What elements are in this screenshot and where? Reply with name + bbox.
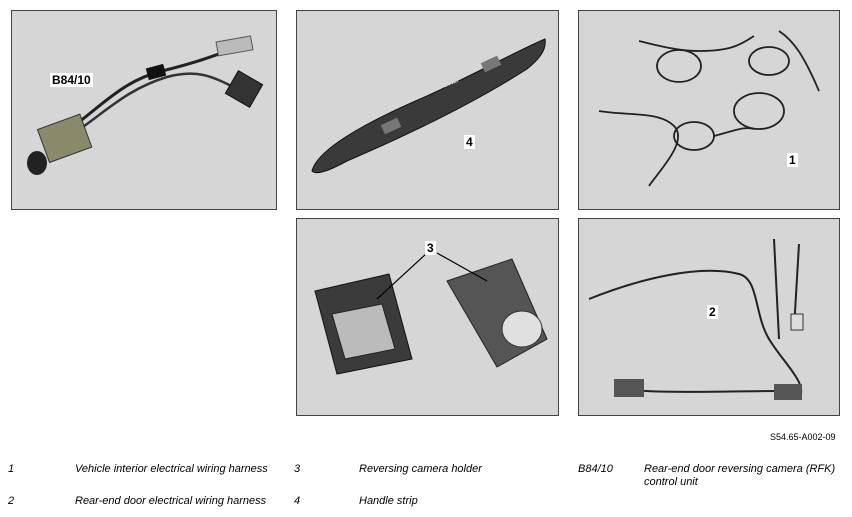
legend-number-4: 4 — [294, 495, 301, 507]
legend-number-1: 1 — [8, 463, 15, 475]
interior-harness-callout: 1 — [787, 153, 798, 167]
legend-text-2: Rear-end door electrical wiring harness — [75, 495, 267, 507]
legend-text-1: Vehicle interior electrical wiring harne… — [75, 463, 268, 475]
reardoor-harness-panel: 2 — [578, 218, 840, 416]
interior-harness-illustration — [598, 30, 820, 187]
camera-holder-callout: 3 — [425, 241, 436, 255]
interior-harness-panel: 1 — [578, 10, 840, 210]
handle-strip-illustration — [311, 38, 546, 174]
figure-id: S54.65-A002-09 — [770, 432, 836, 442]
legend-number-2: 2 — [8, 495, 15, 507]
legend-text-4: Handle strip — [359, 495, 418, 507]
handle-strip-panel: Mercedes-Benz 4 — [296, 10, 559, 210]
handle-strip-callout: 4 — [464, 135, 475, 149]
camera-callout: B84/10 — [50, 73, 93, 87]
legend-number-b84: B84/10 — [578, 463, 613, 475]
reardoor-harness-callout: 2 — [707, 305, 718, 319]
camera-panel: B84/10 — [11, 10, 277, 210]
legend-number-3: 3 — [294, 463, 301, 475]
legend-text-3: Reversing camera holder — [359, 463, 482, 475]
camera-holder-illustration — [314, 252, 548, 375]
camera-illustration — [27, 35, 264, 175]
camera-holder-panel: 3 — [296, 218, 559, 416]
legend-text-b84: Rear-end door reversing camera (RFK) con… — [644, 463, 836, 488]
reardoor-harness-illustration — [588, 238, 804, 400]
